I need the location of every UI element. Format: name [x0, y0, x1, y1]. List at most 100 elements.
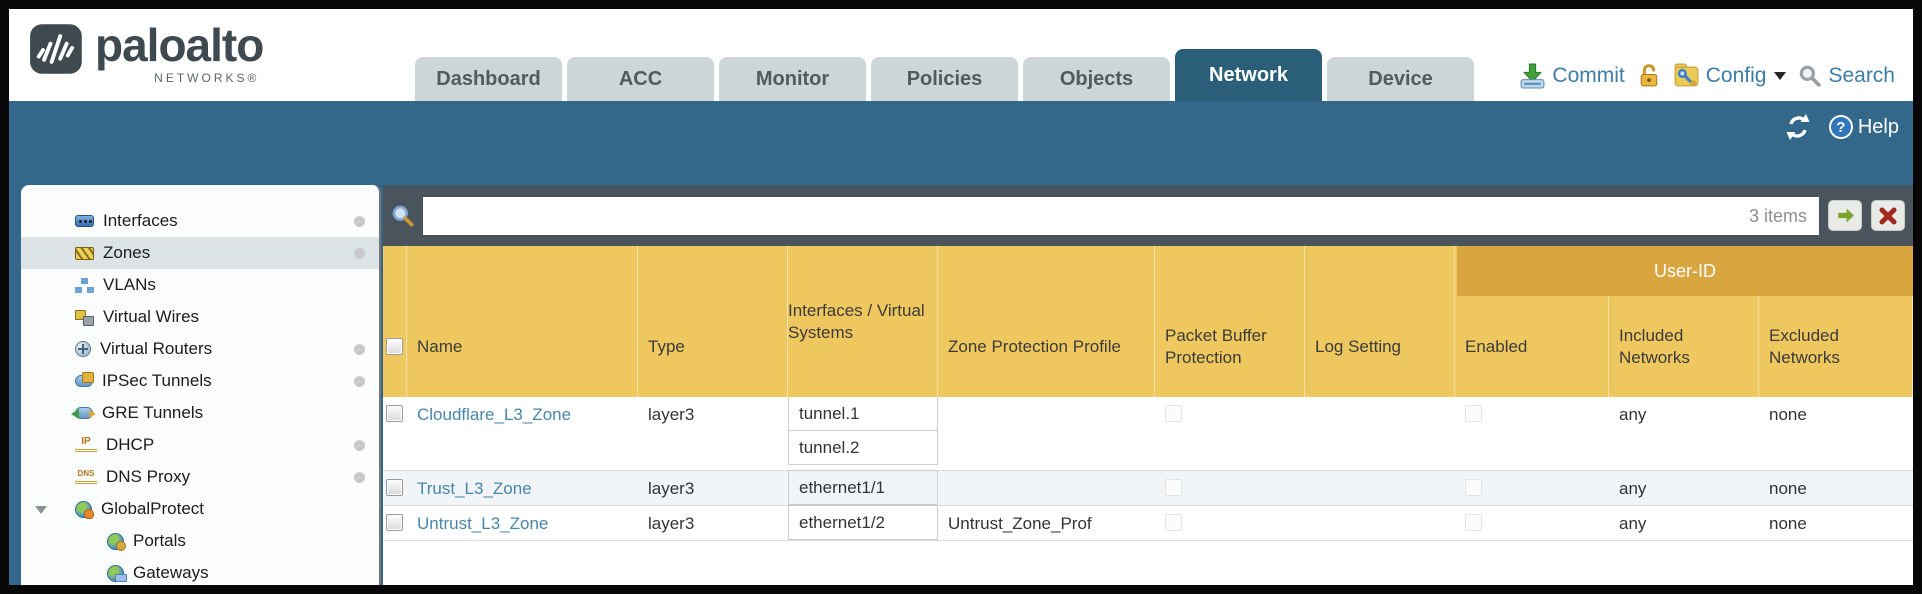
- excluded-networks: none: [1769, 405, 1807, 424]
- user-id-enabled-cell: [1455, 506, 1609, 540]
- items-count: 3 items: [1748, 205, 1807, 226]
- sidebar-item-zones[interactable]: Zones: [21, 237, 379, 269]
- select-all-cell: [383, 246, 407, 397]
- packet-buffer-protection-cell: [1155, 397, 1305, 470]
- log-setting: [1305, 471, 1455, 505]
- packet-buffer-checkbox[interactable]: [1165, 514, 1182, 531]
- packet-buffer-checkbox[interactable]: [1165, 405, 1182, 422]
- zone-interfaces-cell: ethernet1/2: [788, 505, 938, 540]
- zone-type: layer3: [648, 514, 695, 533]
- sidebar-item-globalprotect[interactable]: GlobalProtect: [21, 493, 379, 525]
- zone-name-link[interactable]: Untrust_L3_Zone: [417, 514, 549, 533]
- zones-main-pane: 3 items User-ID Name Type: [383, 185, 1913, 585]
- brand-name: paloalto: [95, 19, 264, 71]
- tab-monitor[interactable]: Monitor: [719, 57, 866, 101]
- ipsec-tunnels-icon: [75, 372, 94, 387]
- sidebar-item-ipsec-tunnels[interactable]: IPSec Tunnels: [21, 365, 379, 397]
- dhcp-icon: IP: [75, 436, 97, 454]
- tab-dashboard[interactable]: Dashboard: [415, 57, 562, 101]
- sidebar-item-portals[interactable]: Portals: [21, 525, 379, 557]
- table-row: Untrust_L3_Zone layer3 ethernet1/2 Untru…: [383, 505, 1913, 541]
- col-header-name[interactable]: Name: [407, 246, 638, 397]
- portals-icon: [107, 532, 126, 551]
- enabled-checkbox[interactable]: [1465, 405, 1482, 422]
- sidebar-item-virtual-wires[interactable]: Virtual Wires: [21, 301, 379, 333]
- col-header-type[interactable]: Type: [638, 246, 788, 397]
- tab-device[interactable]: Device: [1327, 57, 1474, 101]
- user-id-group-header: User-ID: [1457, 246, 1913, 296]
- status-dot: [354, 216, 365, 227]
- gateways-icon: [107, 564, 127, 582]
- sidebar-item-virtual-routers[interactable]: Virtual Routers: [21, 333, 379, 365]
- tab-network[interactable]: Network: [1175, 49, 1322, 101]
- search-icon: [1800, 65, 1822, 87]
- row-select-cell: [383, 471, 407, 505]
- row-select-cell: [383, 506, 407, 540]
- zone-name-link[interactable]: Cloudflare_L3_Zone: [417, 405, 572, 424]
- network-sidebar: Interfaces Zones VLANs Virtual Wires Vir…: [21, 185, 381, 585]
- apply-filter-arrow-icon: [1837, 208, 1854, 223]
- filter-bar: 3 items: [383, 185, 1913, 246]
- enabled-checkbox[interactable]: [1465, 514, 1482, 531]
- search-button[interactable]: Search: [1798, 64, 1895, 88]
- apply-filter-button[interactable]: [1828, 200, 1862, 231]
- sidebar-item-dns-proxy[interactable]: DNS DNS Proxy: [21, 461, 379, 493]
- sidebar-item-vlans[interactable]: VLANs: [21, 269, 379, 301]
- row-checkbox[interactable]: [386, 514, 403, 531]
- commit-button[interactable]: Commit: [1519, 62, 1625, 89]
- help-button[interactable]: ? Help: [1828, 115, 1899, 139]
- commit-label: Commit: [1552, 63, 1625, 87]
- zone-name-link[interactable]: Trust_L3_Zone: [417, 479, 532, 498]
- zone-interfaces-cell: ethernet1/1: [788, 470, 938, 505]
- config-dropdown[interactable]: Config: [1673, 62, 1787, 89]
- sidebar-item-gre-tunnels[interactable]: GRE Tunnels: [21, 397, 379, 429]
- packet-buffer-protection-cell: [1155, 506, 1305, 540]
- commit-icon: [1520, 63, 1545, 89]
- help-icon: ?: [1828, 115, 1853, 139]
- interface-entry: ethernet1/1: [788, 470, 938, 505]
- interface-entry: ethernet1/2: [788, 505, 938, 540]
- brand-sub: NETWORKS®: [154, 71, 260, 85]
- paloalto-logo-icon: [30, 24, 82, 74]
- filter-input[interactable]: [423, 196, 1819, 235]
- col-header-excluded-networks[interactable]: Excluded Networks: [1759, 246, 1913, 397]
- dns-proxy-icon: DNS: [75, 469, 97, 486]
- table-row: Trust_L3_Zone layer3 ethernet1/1 any non…: [383, 470, 1913, 506]
- col-header-enabled[interactable]: Enabled: [1455, 246, 1609, 397]
- tab-policies[interactable]: Policies: [871, 57, 1018, 101]
- lock-icon[interactable]: [1637, 62, 1661, 89]
- virtual-wires-icon: [75, 309, 94, 326]
- col-header-included-networks[interactable]: Included Networks: [1609, 246, 1759, 397]
- magnifier-icon: [392, 205, 414, 227]
- zone-protection-profile: Untrust_Zone_Prof: [948, 514, 1092, 533]
- enabled-checkbox[interactable]: [1465, 479, 1482, 496]
- row-select-cell: [383, 397, 407, 470]
- refresh-icon[interactable]: [1783, 113, 1813, 141]
- status-dot: [354, 344, 365, 355]
- tab-objects[interactable]: Objects: [1023, 57, 1170, 101]
- interfaces-icon: [75, 215, 94, 227]
- col-header-log-setting[interactable]: Log Setting: [1305, 246, 1455, 397]
- interface-entry: tunnel.2: [788, 430, 938, 465]
- collapse-triangle-icon[interactable]: [35, 506, 47, 514]
- zones-table: User-ID Name Type Interfaces / Virtual S…: [383, 246, 1913, 541]
- row-checkbox[interactable]: [386, 405, 403, 422]
- sidebar-item-interfaces[interactable]: Interfaces: [21, 205, 379, 237]
- sidebar-item-dhcp[interactable]: IP DHCP: [21, 429, 379, 461]
- select-all-checkbox[interactable]: [386, 338, 403, 355]
- table-row: Cloudflare_L3_Zone layer3 tunnel.1 tunne…: [383, 396, 1913, 471]
- col-header-packet-buffer-protection[interactable]: Packet Buffer Protection: [1155, 246, 1305, 397]
- main-tabs: Dashboard ACC Monitor Policies Objects N…: [415, 49, 1474, 101]
- clear-filter-button[interactable]: [1871, 200, 1905, 231]
- packet-buffer-checkbox[interactable]: [1165, 479, 1182, 496]
- col-header-interfaces[interactable]: Interfaces / Virtual Systems: [788, 246, 938, 397]
- row-checkbox[interactable]: [386, 479, 403, 496]
- app-header: paloalto NETWORKS® Dashboard ACC Monitor…: [9, 9, 1913, 101]
- user-id-enabled-cell: [1455, 471, 1609, 505]
- search-label: Search: [1828, 63, 1895, 87]
- sidebar-item-gateways[interactable]: Gateways: [21, 557, 379, 585]
- col-header-zone-protection-profile[interactable]: Zone Protection Profile: [938, 246, 1155, 397]
- tab-acc[interactable]: ACC: [567, 57, 714, 101]
- status-dot: [354, 440, 365, 451]
- clear-filter-x-icon: [1879, 207, 1897, 224]
